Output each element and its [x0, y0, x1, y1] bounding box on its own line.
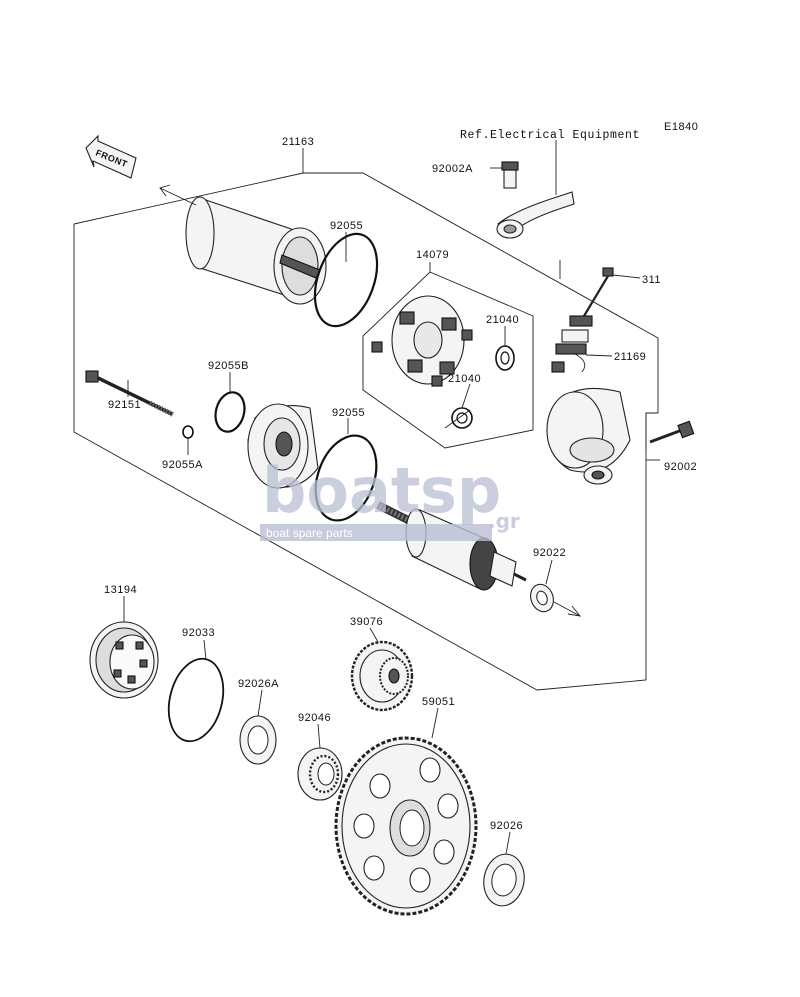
- starter-yoke: [159, 184, 327, 305]
- label-92033: 92033: [182, 627, 215, 639]
- label-39076: 39076: [350, 616, 383, 628]
- watermark-suffix: .gr: [488, 509, 520, 533]
- watermark: boat sp .gr boat spare parts: [260, 454, 520, 541]
- label-92002A: 92002A: [432, 163, 473, 175]
- circlip-92033: [167, 657, 225, 743]
- terminal-bolt-311: [583, 267, 641, 317]
- label-21040-b: 21040: [448, 373, 481, 385]
- label-92151: 92151: [108, 399, 141, 411]
- o-ring-92055a: [182, 425, 194, 439]
- washer-92022: [530, 583, 582, 617]
- washer-92026a: [239, 715, 277, 765]
- watermark-brand-right: sp: [420, 454, 501, 527]
- label-92046: 92046: [298, 712, 331, 724]
- o-ring-92055-top: [313, 232, 379, 328]
- brush-spring-upper: [495, 345, 515, 371]
- starter-gear-59051: [334, 736, 478, 916]
- label-14079: 14079: [416, 249, 449, 261]
- front-arrow-icon: FRONT: [85, 134, 137, 179]
- rear-cover: [546, 387, 631, 485]
- label-21040-a: 21040: [486, 314, 519, 326]
- needle-bearing-92046: [297, 747, 343, 801]
- label-92055A: 92055A: [162, 459, 203, 471]
- long-bolt-92151: [85, 370, 176, 418]
- leader-lines: [123, 232, 561, 855]
- brush-cable-21169: [551, 315, 613, 373]
- label-92026: 92026: [490, 820, 523, 832]
- label-92022: 92022: [533, 547, 566, 559]
- label-92026A: 92026A: [238, 678, 279, 690]
- front-cover: [247, 403, 319, 489]
- label-311: 311: [642, 274, 661, 286]
- label-92055B: 92055B: [208, 360, 249, 372]
- label-21163: 21163: [282, 136, 314, 148]
- watermark-tagline: boat spare parts: [266, 526, 353, 540]
- reference-note: Ref.Electrical Equipment: [460, 129, 640, 142]
- label-21169: 21169: [614, 351, 646, 363]
- label-13194: 13194: [104, 584, 137, 596]
- washer-92026: [483, 853, 525, 907]
- label-92055-top: 92055: [330, 220, 363, 232]
- starter-clutch-13194: [89, 621, 159, 699]
- label-59051: 59051: [422, 696, 455, 708]
- bolt-92002: [649, 420, 695, 444]
- assembly-outline: [73, 148, 660, 691]
- idle-gear-39076: [350, 640, 414, 712]
- diagram-code: E1840: [664, 121, 698, 133]
- brush-spring-lower: [444, 407, 473, 429]
- watermark-brand-left: boat: [262, 454, 420, 527]
- o-ring-92055-mid: [314, 434, 378, 522]
- label-92002: 92002: [664, 461, 697, 473]
- o-ring-92055b: [214, 391, 246, 433]
- terminal-cable: [490, 161, 575, 239]
- brush-holder-plate: [371, 295, 473, 387]
- label-92055-mid: 92055: [332, 407, 365, 419]
